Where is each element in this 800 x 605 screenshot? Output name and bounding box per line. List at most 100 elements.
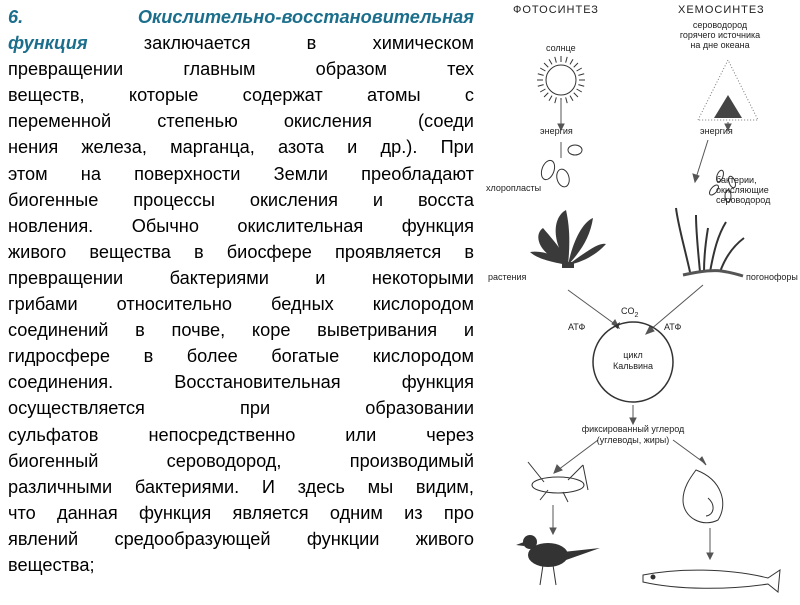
word: марганца,: [170, 137, 255, 158]
word: И: [261, 476, 275, 497]
sun-icon: [537, 56, 585, 104]
atp-left-label: АТФ: [568, 322, 586, 332]
word: нения: [8, 137, 59, 158]
text-line: переменной степенью окисления (соеди: [8, 108, 474, 134]
word: Восстановительная: [174, 372, 341, 393]
sun-label: солнце: [546, 43, 576, 53]
word: заключается: [143, 33, 251, 54]
word: веществ,: [8, 85, 85, 106]
hydrogen-sulfide-label: сероводород горячего источника на дне ок…: [679, 20, 761, 50]
word: окисления: [249, 189, 338, 210]
atp-right-label: АТФ: [664, 322, 682, 332]
word: окисления: [283, 111, 372, 132]
word: новления.: [8, 215, 94, 236]
hot-spring-icon: [697, 58, 759, 121]
word: биогенный: [8, 450, 99, 471]
sun-ray: [554, 56, 557, 63]
sun-ray: [537, 73, 544, 76]
diagram-drawing: [516, 56, 781, 593]
word: в: [143, 346, 154, 367]
word: в: [135, 320, 145, 341]
word: образом: [315, 59, 387, 80]
bacteria-label: бактерии, окисляющие сероводород: [716, 175, 771, 205]
word: и: [315, 267, 326, 288]
word: железа,: [81, 137, 147, 158]
word: сероводород,: [166, 450, 282, 471]
word: образовании: [365, 398, 474, 419]
word: вещества: [89, 241, 171, 262]
sun-ray: [548, 58, 553, 65]
word: функция: [401, 372, 474, 393]
fixed-carbon-label: фиксированный углерод (углеводы, жиры): [581, 424, 685, 445]
word: и: [463, 320, 474, 341]
sun-ray: [539, 67, 546, 72]
word: сульфатов: [8, 424, 99, 445]
word: более: [186, 346, 238, 367]
sun-ray: [565, 97, 568, 104]
word: химическом: [372, 33, 474, 54]
sun-ray: [569, 95, 574, 102]
word: переменной: [8, 111, 112, 132]
chemosynthesis-title: ХЕМОСИНТЕЗ: [678, 4, 765, 16]
word: выветривания: [317, 320, 438, 341]
plant-icon: [530, 210, 606, 268]
word: превращении: [8, 267, 124, 288]
sun-ray: [573, 62, 579, 68]
co2-label: CO2: [621, 306, 639, 319]
word: грибами: [8, 294, 78, 315]
word: азота: [277, 137, 324, 158]
word: соединений: [8, 320, 109, 341]
word: в: [464, 241, 474, 262]
plants-label: растения: [488, 272, 527, 282]
word: атомы: [367, 85, 421, 106]
word: богатые: [271, 346, 340, 367]
word: живого: [8, 241, 67, 262]
word: и: [347, 137, 358, 158]
word: (соеди: [418, 111, 474, 132]
word: этом: [8, 163, 48, 184]
word: биогенные: [8, 189, 99, 210]
pogonophora-icon: [675, 207, 745, 278]
text-line: вещества;: [8, 552, 474, 578]
sun-ray: [548, 95, 553, 102]
word: с: [464, 85, 474, 106]
grasshopper-icon: [527, 461, 589, 503]
word: одним: [329, 502, 383, 523]
word: Обычно: [131, 215, 199, 236]
sun-ray: [573, 92, 579, 98]
energy-label-right: энергия: [700, 126, 733, 136]
snail-icon: [682, 469, 724, 524]
word: При: [440, 137, 474, 158]
word: при: [240, 398, 271, 419]
word: почве,: [171, 320, 226, 341]
word: через: [426, 424, 474, 445]
word: и: [372, 189, 384, 210]
word: проявляется: [334, 241, 442, 262]
word: функция: [8, 33, 88, 54]
word: степенью: [157, 111, 238, 132]
word: или: [345, 424, 377, 445]
chloroplasts-label: хлоропласты: [486, 183, 542, 193]
sun-ray: [578, 84, 585, 87]
word: функция: [138, 502, 212, 523]
word: биосфере: [226, 241, 312, 262]
sun-ray: [578, 73, 585, 76]
word: некоторыми: [371, 267, 474, 288]
word: является: [232, 502, 309, 523]
word: в: [306, 33, 317, 54]
sun-ray: [554, 97, 557, 104]
word: бактериями.: [134, 476, 240, 497]
sun-ray: [543, 92, 549, 98]
word: видим,: [415, 476, 474, 497]
word: главным: [183, 59, 256, 80]
word: функции: [306, 528, 380, 549]
